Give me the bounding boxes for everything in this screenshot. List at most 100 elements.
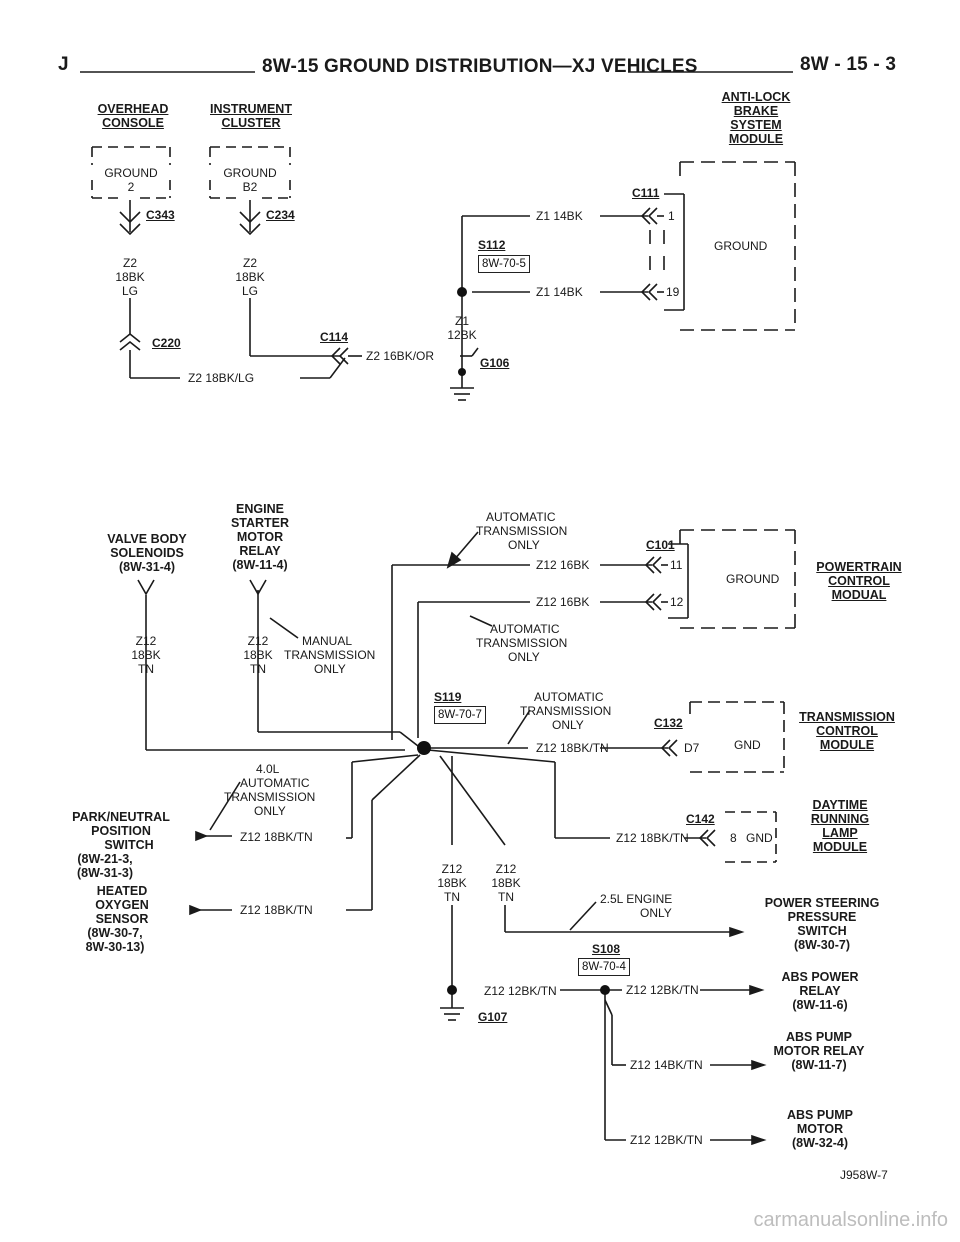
drl-label-1: DAYTIME: [812, 798, 868, 812]
instrument-cluster-pin-2: B2: [242, 180, 258, 194]
park-neutral-label-5: (8W-31-3): [76, 866, 133, 880]
note-40l-line-4: ONLY: [254, 804, 286, 818]
abs-module-label-2: BRAKE: [733, 104, 779, 118]
power-steering-label-1: POWER STEERING: [764, 896, 880, 910]
valve-body-wire-2: 18BK: [131, 648, 161, 662]
tcm-wire: Z12 18BK/TN: [536, 741, 609, 755]
abs-pump-relay-label-2: MOTOR RELAY: [773, 1044, 865, 1058]
note-25l-line-2: ONLY: [640, 906, 672, 920]
park-neutral-label-1: PARK/NEUTRAL: [72, 810, 170, 824]
figure-id: J958W-7: [840, 1168, 888, 1182]
cluster-wire-2: 18BK: [235, 270, 265, 284]
auto-trans-note-3-line-3: ONLY: [552, 718, 584, 732]
pcm-label-1: POWERTRAIN: [816, 560, 902, 574]
center-wire-a-3: TN: [444, 890, 460, 904]
auto-trans-note-1-line-2: TRANSMISSION: [476, 524, 568, 538]
abs-power-relay-label-1: ABS POWER: [781, 970, 859, 984]
instrument-cluster-label-1: INSTRUMENT: [210, 102, 292, 116]
note-25l-line-1: 2.5L ENGINE: [600, 892, 673, 906]
manual-trans-note-2: TRANSMISSION: [284, 648, 376, 662]
pcm-ground-label: GROUND: [726, 572, 780, 586]
splice-s108-ref: 8W-70-4: [578, 958, 630, 976]
overhead-console-label-2: CONSOLE: [102, 116, 164, 130]
abs-pin-1: 1: [668, 209, 675, 223]
cluster-wire-1: Z2: [242, 256, 257, 270]
auto-trans-note-1-line-1: AUTOMATIC: [486, 510, 556, 524]
abs-ground-label: GROUND: [714, 239, 768, 253]
center-wire-b-1: Z12: [495, 862, 517, 876]
drl-pin-8: 8: [730, 831, 737, 845]
abs-module-label-3: SYSTEM: [730, 118, 782, 132]
pcm-wire-bottom: Z12 16BK: [536, 595, 590, 609]
tcm-gnd-label: GND: [734, 738, 761, 752]
drl-label-2: RUNNING: [810, 812, 870, 826]
instrument-cluster-label-2: CLUSTER: [221, 116, 281, 130]
center-wire-b-2: 18BK: [491, 876, 521, 890]
overhead-console-label-1: OVERHEAD: [97, 102, 169, 116]
park-neutral-label-3: SWITCH: [104, 838, 154, 852]
drl-label-4: MODULE: [812, 840, 868, 854]
starter-wire-2: 18BK: [243, 648, 273, 662]
valve-body-wire-1: Z12: [135, 634, 157, 648]
auto-trans-note-2-line-3: ONLY: [508, 650, 540, 664]
power-steering-label-2: PRESSURE: [787, 910, 857, 924]
center-wire-b-3: TN: [498, 890, 514, 904]
heated-o2-label-1: HEATED: [96, 884, 148, 898]
drl-label-3: LAMP: [822, 826, 858, 840]
connector-c142: C142: [686, 812, 715, 826]
center-wire-a-1: Z12: [441, 862, 463, 876]
wire-z1-14bk-top: Z1 14BK: [536, 209, 583, 223]
connector-c343: C343: [146, 208, 175, 222]
page-title: 8W-15 GROUND DISTRIBUTION—XJ VEHICLES: [262, 56, 698, 77]
overhead-console-pin-1: GROUND: [104, 166, 158, 180]
connector-c220: C220: [152, 336, 181, 350]
auto-trans-note-3-line-2: TRANSMISSION: [520, 704, 612, 718]
page-reference: 8W - 15 - 3: [800, 54, 897, 75]
starter-relay-label-4: RELAY: [239, 544, 281, 558]
overhead-wire-3: LG: [121, 284, 138, 298]
overhead-wire-1: Z2: [122, 256, 137, 270]
auto-trans-note-2-line-2: TRANSMISSION: [476, 636, 568, 650]
wire-z1-14bk-bottom: Z1 14BK: [536, 285, 583, 299]
note-40l-line-1: 4.0L: [256, 762, 280, 776]
splice-s112: S112: [478, 238, 506, 252]
heated-o2-label-3: SENSOR: [95, 912, 149, 926]
abs-pump-motor-label-1: ABS PUMP: [787, 1108, 853, 1122]
starter-relay-label-2: STARTER: [230, 516, 290, 530]
z1-wire-2: 12BK: [447, 328, 477, 342]
park-neutral-label-4: (8W-21-3,: [77, 852, 133, 866]
wire-z2-18bklg: Z2 18BK/LG: [188, 371, 255, 385]
pcm-pin-11: 11: [670, 558, 683, 572]
starter-wire-3: TN: [250, 662, 266, 676]
wire-z2-16bkor: Z2 16BK/OR: [366, 349, 435, 363]
abs-pump-relay-label-3: (8W-11-7): [791, 1058, 847, 1072]
power-steering-label-3: SWITCH: [797, 924, 847, 938]
connector-c234: C234: [266, 208, 295, 222]
tcm-pin-d7: D7: [684, 741, 700, 755]
starter-relay-label-3: MOTOR: [236, 530, 284, 544]
heated-o2-label-5: 8W-30-13): [85, 940, 145, 954]
wire-to-g107: Z12 12BK/TN: [484, 984, 557, 998]
header-letter: J: [58, 54, 69, 75]
abs-pump-motor-label-2: MOTOR: [796, 1122, 844, 1136]
abs-module-label-1: ANTI-LOCK: [721, 90, 791, 104]
abs-power-relay-label-3: (8W-11-6): [792, 998, 848, 1012]
heated-o2-wire: Z12 18BK/TN: [240, 903, 313, 917]
abs-pump-relay-wire: Z12 14BK/TN: [630, 1058, 703, 1072]
cluster-wire-3: LG: [241, 284, 258, 298]
abs-power-relay-wire: Z12 12BK/TN: [626, 983, 699, 997]
drl-wire: Z12 18BK/TN: [616, 831, 689, 845]
instrument-cluster-pin-1: GROUND: [223, 166, 277, 180]
connector-c101: C101: [646, 538, 675, 552]
abs-pump-relay-label-1: ABS PUMP: [786, 1030, 852, 1044]
tcm-label-2: CONTROL: [816, 724, 878, 738]
abs-module-label-4: MODULE: [728, 132, 784, 146]
splice-s119-ref: 8W-70-7: [434, 706, 486, 724]
watermark: carmanualsonline.info: [753, 1209, 948, 1231]
overhead-wire-2: 18BK: [115, 270, 145, 284]
valve-body-label-3: (8W-31-4): [118, 560, 175, 574]
starter-relay-label-5: (8W-11-4): [232, 558, 288, 572]
manual-trans-note-1: MANUAL: [302, 634, 353, 648]
tcm-label-3: MODULE: [819, 738, 875, 752]
